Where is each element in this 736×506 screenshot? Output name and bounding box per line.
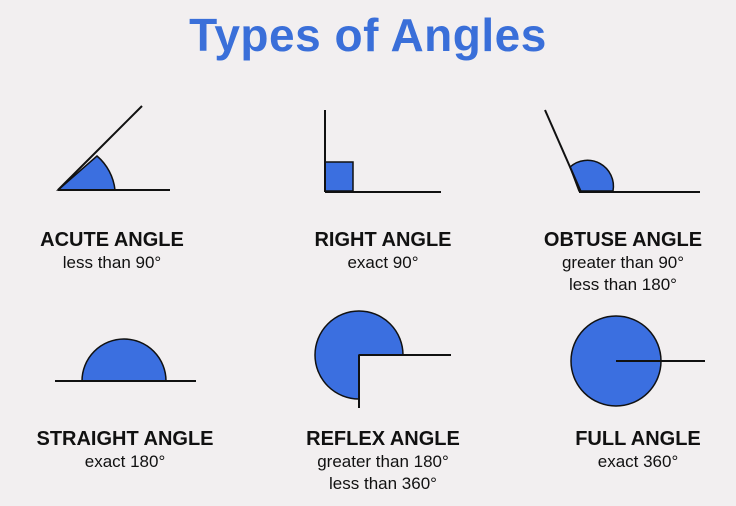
acute-angle-name: ACUTE ANGLE [40,229,184,251]
right-angle-name: RIGHT ANGLE [314,229,452,251]
acute-angle-figure [55,105,170,191]
straight-angle-figure [55,338,196,382]
full-angle-name: FULL ANGLE [575,428,701,450]
acute-angle-desc: less than 90° [62,253,162,272]
reflex-angle-desc-2: less than 360° [329,474,437,493]
obtuse-angle-name: OBTUSE ANGLE [543,229,703,251]
obtuse-angle-ray [544,109,582,193]
acute-angle-caption: ACUTE ANGLE less than 90° [0,228,232,274]
straight-angle-name: STRAIGHT ANGLE [36,428,214,450]
reflex-angle-caption: REFLEX ANGLE greater than 180° less than… [263,427,503,495]
reflex-angle-desc-1: greater than 180° [317,452,449,471]
obtuse-angle-desc-1: greater than 90° [561,253,685,272]
right-angle-figure [324,110,441,193]
right-angle-caption: RIGHT ANGLE exact 90° [263,228,503,274]
obtuse-angle-caption: OBTUSE ANGLE greater than 90° less than … [503,228,736,296]
reflex-angle-arc [314,310,404,400]
straight-angle-arc [81,338,167,382]
straight-angle-caption: STRAIGHT ANGLE exact 180° [5,427,245,473]
reflex-angle-name: REFLEX ANGLE [306,428,460,450]
obtuse-angle-desc-2: less than 180° [569,275,677,294]
obtuse-angle-figure [544,109,700,193]
full-angle-figure [570,315,705,407]
page-title: Types of Angles [189,9,547,61]
reflex-angle-figure [314,310,451,408]
right-angle-square [324,161,354,192]
full-angle-desc: exact 360° [597,452,679,471]
full-angle-caption: FULL ANGLE exact 360° [518,427,736,473]
acute-angle-ray [57,105,143,191]
right-angle-desc: exact 90° [347,253,419,272]
obtuse-angle-arc [569,159,615,192]
straight-angle-desc: exact 180° [84,452,166,471]
